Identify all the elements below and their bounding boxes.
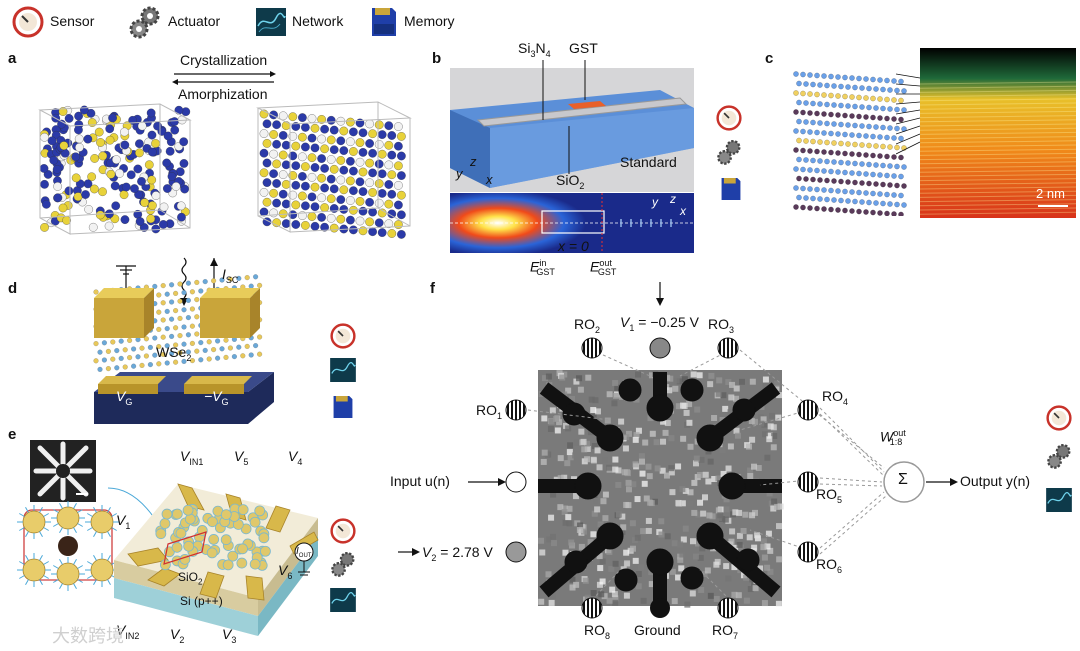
- actuator-icon: [331, 551, 355, 577]
- v4-label: V4: [288, 448, 303, 467]
- reservoir-network-diagram: [398, 282, 958, 619]
- ro7-label: RO7: [712, 622, 739, 641]
- sio2-label: SiO2: [556, 172, 585, 191]
- weight-label: Wout1:8: [880, 428, 906, 448]
- amorphization-label: Amorphization: [178, 86, 268, 102]
- memory-icon: [721, 178, 741, 200]
- panel-a-letter: a: [8, 50, 17, 67]
- si3n4-label: Si3N4: [518, 40, 551, 59]
- ro8-label: RO8: [584, 622, 611, 641]
- e-out-gst-label: EoutGST: [590, 258, 617, 278]
- layer-connector-lines: [896, 73, 921, 155]
- waveguide-device-render: [450, 68, 694, 192]
- nanoparticle-device-render: [108, 483, 319, 636]
- ro2-label: RO2: [574, 316, 601, 335]
- ground-label: Ground: [634, 622, 681, 638]
- v1-voltage-label: V1 = −0.25 V: [620, 314, 699, 333]
- v2-voltage-label: V2 = 2.78 V: [422, 544, 493, 563]
- ro4-label: RO4: [822, 388, 849, 407]
- output-label: Output y(n): [960, 473, 1031, 489]
- network-icon: [330, 358, 356, 382]
- wse2-label: WSe2: [156, 344, 192, 363]
- isc-label: ISC: [222, 266, 239, 285]
- axis-y-label: y: [456, 166, 463, 181]
- v6-label: V6: [278, 562, 293, 581]
- sem-inset-image: [30, 440, 96, 502]
- x-zero-label: x = 0: [558, 238, 589, 254]
- v3-label: V3: [222, 626, 237, 645]
- sigma-symbol: Σ: [898, 471, 908, 488]
- v2-label: V2: [170, 626, 185, 645]
- ro1-label: RO1: [476, 402, 503, 421]
- network-icon: [1046, 488, 1072, 512]
- sio2-pointer-line: [568, 126, 570, 174]
- sensor-icon: [716, 105, 742, 131]
- standard-label: Standard: [620, 154, 677, 170]
- layered-atomic-model: [793, 71, 907, 216]
- legend-memory-label: Memory: [404, 13, 455, 29]
- si-layer-label: Si (p++): [180, 594, 223, 608]
- iout-label: IOUT: [296, 546, 312, 559]
- e-in-gst-label: EinGST: [530, 258, 555, 278]
- actuator-icon: [717, 139, 741, 165]
- memory-icon: [333, 396, 353, 418]
- v1-label: V1: [116, 512, 131, 531]
- axis-z-label: z: [470, 154, 477, 169]
- crystallization-label: Crystallization: [180, 52, 268, 68]
- vin1-label: VIN1: [180, 448, 204, 467]
- phase-transition-arrows: [172, 71, 276, 85]
- v5-label: V5: [234, 448, 249, 467]
- scale-bar-label: 2 nm: [1036, 186, 1065, 201]
- network-icon: [330, 588, 356, 612]
- crystalline-structure-cube: [256, 101, 412, 239]
- network-icon: [256, 8, 286, 36]
- gst-label: GST: [569, 40, 598, 56]
- vg-left-label: VG: [116, 388, 133, 407]
- stem-micrograph: [920, 48, 1076, 218]
- actuator-icon: [1047, 443, 1071, 469]
- axis-z-label-2: z: [670, 192, 676, 206]
- nanoparticle-schematic: [17, 501, 119, 591]
- crystalline-atoms: [259, 109, 406, 239]
- si3n4-pointer-line: [542, 60, 544, 120]
- axis-x-label: x: [486, 172, 493, 187]
- legend-sensor-label: Sensor: [50, 13, 95, 29]
- vin2-label: VIN2: [116, 622, 140, 641]
- axis-x-label-2: x: [680, 204, 686, 218]
- sensor-icon: [330, 518, 356, 544]
- panel-f-letter: f: [430, 280, 435, 297]
- legend-actuator-label: Actuator: [168, 13, 221, 29]
- watermark: 大数跨境: [52, 626, 124, 646]
- legend: Sensor Actuator Network Memory: [0, 0, 520, 44]
- sensor-icon: [12, 6, 44, 38]
- field-profile-map: [450, 193, 694, 253]
- ro6-label: RO6: [816, 556, 843, 575]
- sensor-icon: [330, 323, 356, 349]
- ro5-label: RO5: [816, 486, 843, 505]
- ro3-label: RO3: [708, 316, 735, 335]
- panel-d-letter: d: [8, 280, 18, 297]
- input-label: Input u(n): [390, 473, 450, 489]
- sensor-icon: [1046, 405, 1072, 431]
- wse2-transistor-render: [93, 257, 274, 424]
- axis-y-label-2: y: [652, 195, 658, 209]
- gst-pointer-line: [584, 60, 586, 100]
- vg-right-label: −VG: [204, 388, 229, 407]
- amorphous-structure-cube: [38, 103, 192, 235]
- panel-b-letter: b: [432, 50, 442, 67]
- legend-network-label: Network: [292, 13, 344, 29]
- sio2-layer-label: SiO2: [178, 570, 203, 587]
- panel-e-letter: e: [8, 426, 17, 443]
- panel-c-letter: c: [765, 50, 774, 67]
- memory-icon: [372, 8, 396, 36]
- actuator-icon: [129, 6, 160, 39]
